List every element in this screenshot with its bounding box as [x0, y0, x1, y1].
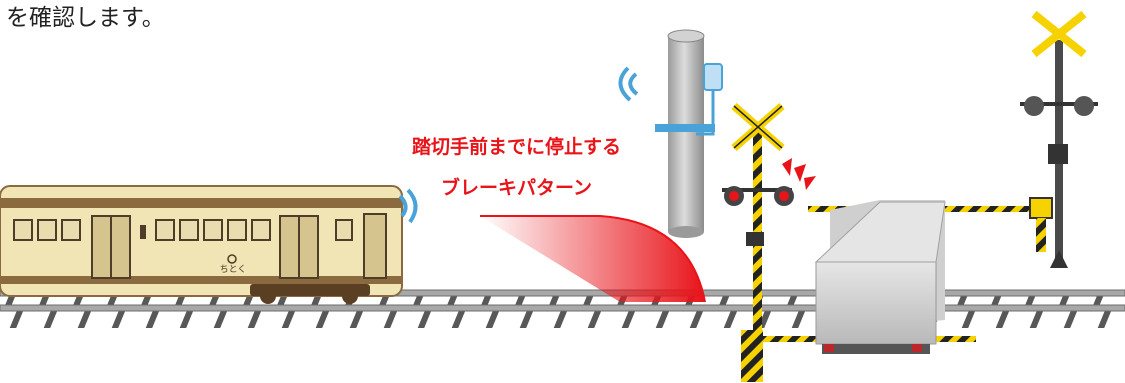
crossing-signal-icon: [1020, 10, 1098, 268]
train-mark: ちとく: [220, 264, 247, 275]
crossing-signal-icon: [722, 102, 794, 382]
train-icon: ちとく: [0, 185, 403, 304]
brake-pattern-label-line1: 踏切手前までに停止する: [412, 136, 622, 158]
signal-wave-icon: [618, 66, 639, 102]
brake-pattern-label-line2: ブレーキパターン: [441, 177, 593, 199]
warning-flash-icon: [782, 158, 816, 190]
balise-pole-icon: [655, 29, 723, 238]
truck-icon: [814, 200, 946, 354]
caption-text: を確認します。: [6, 5, 165, 31]
brake-pattern-area: [480, 215, 706, 303]
signal-wave-icon: [398, 188, 418, 224]
